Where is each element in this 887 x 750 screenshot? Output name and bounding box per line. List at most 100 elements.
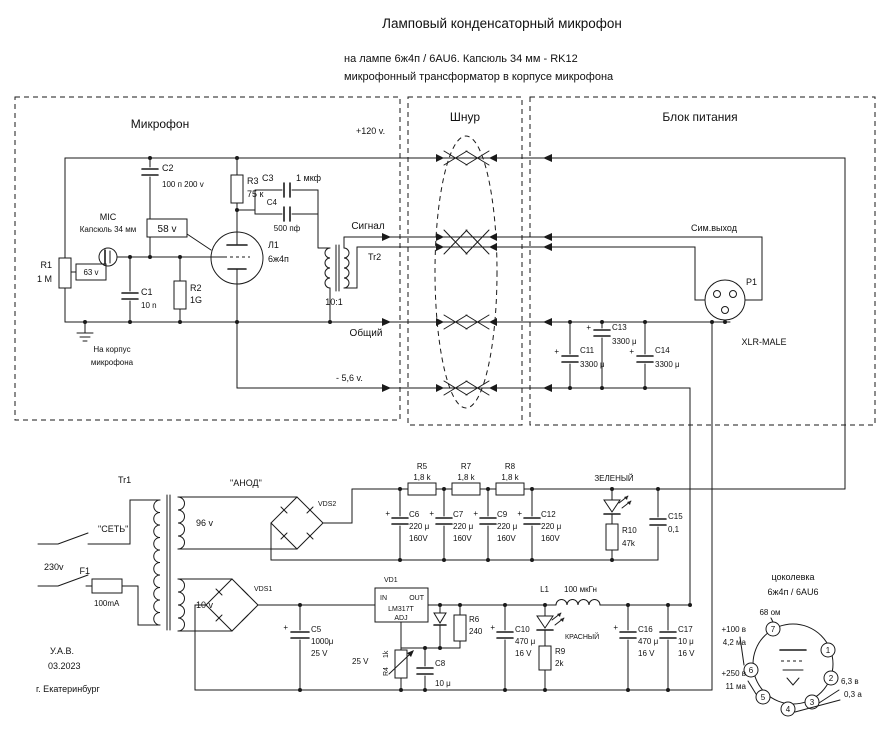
c12-plus: + xyxy=(517,509,522,518)
r8-value: 1,8 k xyxy=(501,473,519,482)
r4-value: 1k xyxy=(383,650,390,658)
r5-value: 1,8 k xyxy=(413,473,431,482)
sym-out-label: Сим.выход xyxy=(691,223,738,233)
transformer-tr2: Tr2 10:1 xyxy=(324,236,381,323)
lm317-in: IN xyxy=(380,595,387,602)
c9-value: 220 μ xyxy=(497,522,518,531)
resistor-r3: R3 75 к xyxy=(230,157,264,233)
cable-twist-pair xyxy=(436,229,497,255)
lm317-regulator: IN OUT LM317T ADJ VD1 xyxy=(374,577,429,623)
c14-name: С14 xyxy=(655,346,670,355)
r1-name: R1 xyxy=(40,260,52,270)
c1-name: C1 xyxy=(141,287,153,297)
pin-6: 6 xyxy=(749,666,754,675)
c2-value: 100 п 200 v xyxy=(162,180,204,189)
capacitor-c12: + С12 220 μ 160V xyxy=(517,488,562,561)
c16-volt: 16 V xyxy=(638,649,655,658)
c11-value: 3300 μ xyxy=(580,360,605,369)
c5-value: 1000μ xyxy=(311,637,334,646)
l1-name: L1 xyxy=(540,585,549,594)
capacitor-c5: + С5 1000μ 25 V xyxy=(283,604,334,691)
trimmer-r4 xyxy=(394,649,408,679)
capacitor-c7: + С7 220 μ 160V xyxy=(429,488,474,561)
heater-resistance-label: 68 ом xyxy=(759,608,780,617)
common-arrow xyxy=(382,318,391,326)
c9-name: С9 xyxy=(497,510,508,519)
psu-junctions xyxy=(568,320,727,390)
fuse-f1 xyxy=(91,578,123,594)
c16-name: С16 xyxy=(638,625,653,634)
capacitor-c2: C2 100 п 200 v xyxy=(141,157,204,258)
c15-name: С15 xyxy=(668,512,683,521)
pin-4: 4 xyxy=(786,705,791,714)
c16-plus: + xyxy=(613,623,618,632)
pin-5: 5 xyxy=(761,693,766,702)
signal-label: Сигнал xyxy=(351,221,385,232)
resistor-r1: R1 1 М xyxy=(37,157,72,323)
r2-value: 1G xyxy=(190,295,202,305)
resistor-r10: R10 47k xyxy=(605,523,637,561)
psu-section: Блок питания Сим.выход + С11 3300 μ + С1… xyxy=(529,96,876,426)
anode-label: "АНОД" xyxy=(230,478,262,488)
capsule-symbol: MIC Капсюль 34 мм xyxy=(80,212,225,267)
heater-voltage: 6,3 в xyxy=(841,677,859,686)
green-label: ЗЕЛЕНЫЙ xyxy=(594,474,634,483)
mic-junctions xyxy=(83,156,332,324)
tr2-name: Tr2 xyxy=(368,252,381,262)
c1-value: 10 n xyxy=(141,301,157,310)
v58-label: 58 v xyxy=(158,224,177,235)
lm317-name: LM317T xyxy=(388,606,414,613)
c8-value: 10 μ xyxy=(435,679,451,688)
resistor-r9: R9 2k xyxy=(538,645,566,691)
pinout-title1: цоколевка xyxy=(771,572,814,582)
r7-value: 1,8 k xyxy=(457,473,475,482)
capacitor-c1: C1 10 n xyxy=(121,256,157,323)
c16-value: 470 μ xyxy=(638,637,659,646)
red-led: КРАСНЫЙ xyxy=(536,604,599,647)
capacitor-c15: С15 0,1 xyxy=(649,488,683,561)
capsule-label: Капсюль 34 мм xyxy=(80,225,136,234)
c17-volt: 16 V xyxy=(678,649,695,658)
signal-arrow xyxy=(382,233,391,241)
r4-name: R4 xyxy=(383,667,390,676)
header: Ламповый конденсаторный микрофон на ламп… xyxy=(344,16,622,83)
chassis-ground: На корпус микрофона xyxy=(76,321,134,367)
author-block: У.А.В. 03.2023 г. Екатеринбург xyxy=(36,646,101,694)
microphone-section: Микрофон +120 v. R1 1 М 63 v MIC Капсюль… xyxy=(14,96,401,421)
c12-volt: 160V xyxy=(541,534,560,543)
pin-1: 1 xyxy=(826,646,831,655)
c12-name: С12 xyxy=(541,510,556,519)
capacitor-c16: + С16 470 μ 16 V xyxy=(613,604,659,691)
c6-value: 220 μ xyxy=(409,522,430,531)
c13-name: С13 xyxy=(612,323,627,332)
page-title: Ламповый конденсаторный микрофон xyxy=(382,16,622,31)
r6-value: 240 xyxy=(469,627,483,636)
pin-7: 7 xyxy=(771,625,776,634)
r10-value: 47k xyxy=(622,539,636,548)
anode-voltage: +100 в xyxy=(722,625,747,634)
tube-symbol: Л1 6ж4п xyxy=(210,231,289,389)
r6-name: R6 xyxy=(469,615,480,624)
c14-plus: + xyxy=(629,347,634,356)
xlr-connector: P1 XLR-MALE xyxy=(704,277,787,347)
cord-section: Шнур xyxy=(407,96,523,426)
pinout-title2: 6ж4п / 6AU6 xyxy=(768,587,819,597)
c15-value: 0,1 xyxy=(668,525,680,534)
vneg-label: - 5,6 v. xyxy=(336,373,363,383)
tube-type: 6ж4п xyxy=(268,254,289,264)
c11-name: С11 xyxy=(580,346,595,355)
cord-box xyxy=(407,96,523,426)
v96-label: 96 v xyxy=(196,518,214,528)
r9-name: R9 xyxy=(555,647,566,656)
screen-current: 11 ма xyxy=(726,682,747,691)
capacitor-c4: C4 500 пф xyxy=(254,189,331,249)
common-label: Общий xyxy=(350,327,383,339)
r3-name: R3 xyxy=(247,176,259,186)
capacitor-c14: + С14 3300 μ xyxy=(629,321,680,389)
resistor-r2: R2 1G xyxy=(173,256,202,323)
c17-value: 10 μ xyxy=(678,637,694,646)
r2-name: R2 xyxy=(190,283,202,293)
bridge-rectifier-upper: VDS2 xyxy=(177,488,353,561)
